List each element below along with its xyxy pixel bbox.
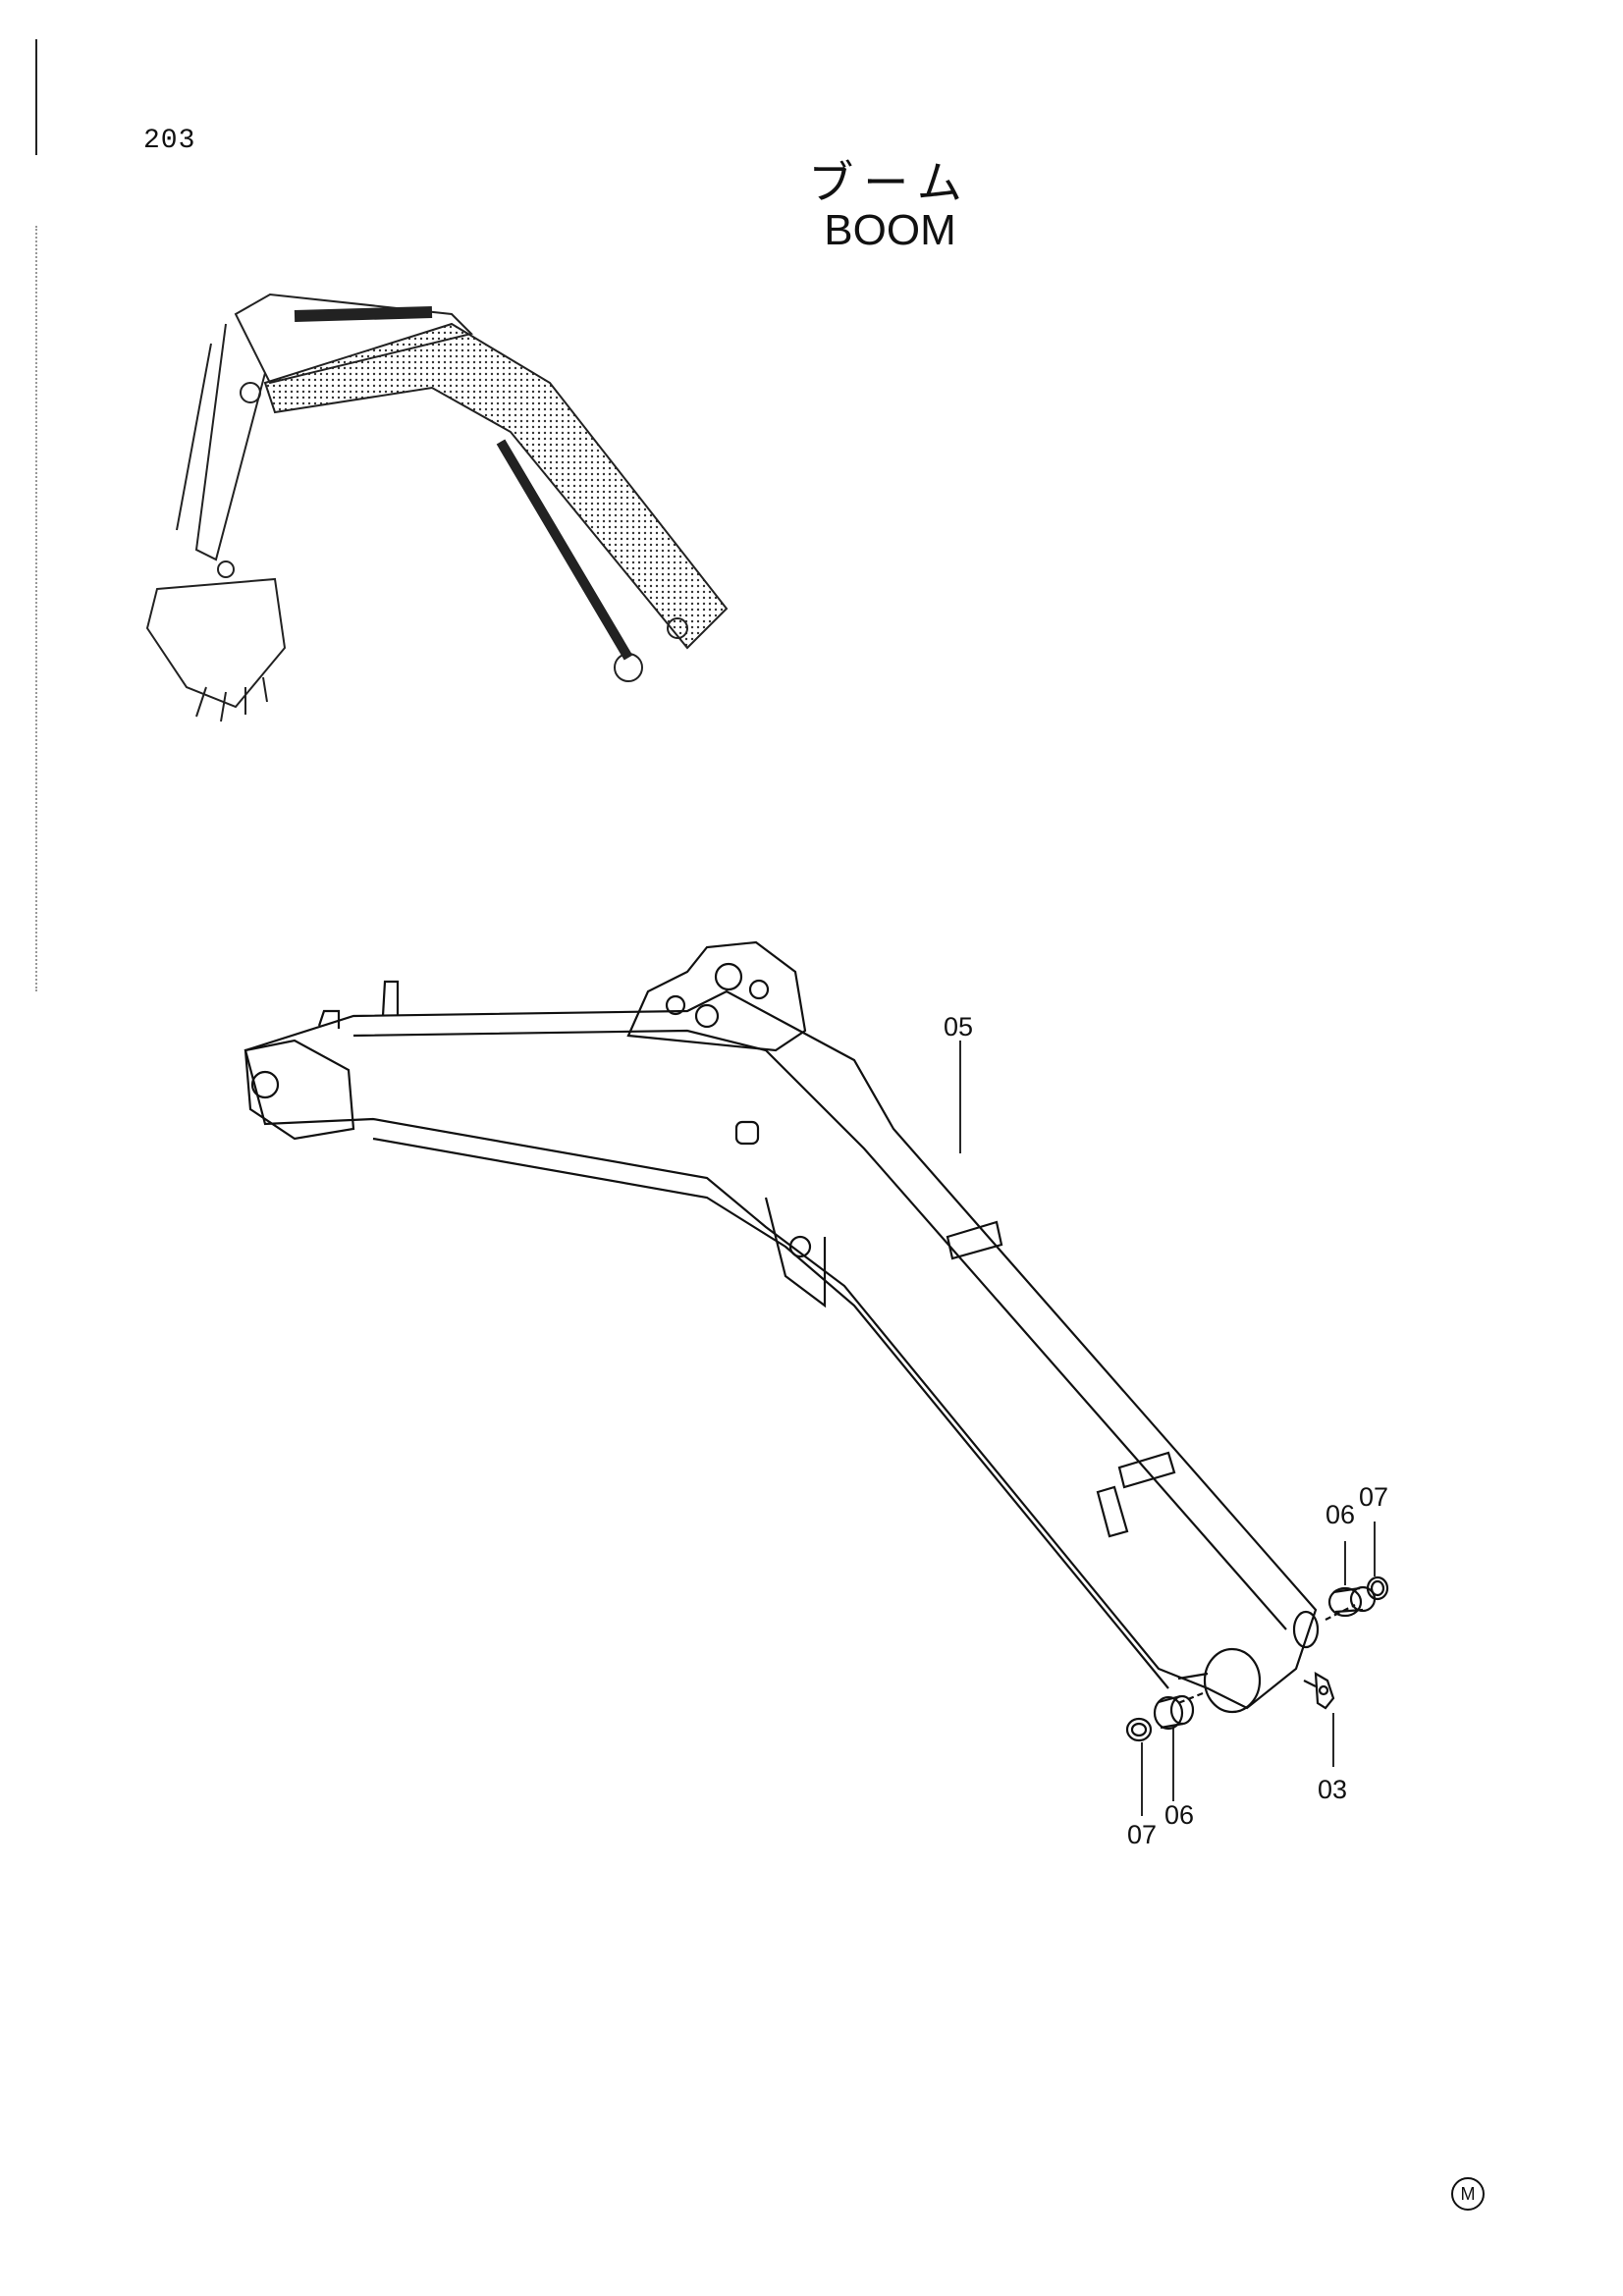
callout-07-upper: 07 bbox=[1359, 1482, 1388, 1512]
seal-ring-upper bbox=[1366, 1575, 1389, 1601]
leader-lines bbox=[959, 1041, 1376, 1816]
page-number: 203 bbox=[143, 126, 196, 156]
binding-edge-line bbox=[35, 39, 37, 155]
callout-06-upper: 06 bbox=[1325, 1500, 1355, 1529]
boom-end-boss bbox=[1203, 1647, 1262, 1714]
grease-fitting bbox=[1303, 1672, 1335, 1710]
page-title-japanese: ブーム bbox=[808, 156, 972, 209]
cylinder-bracket bbox=[626, 940, 807, 1052]
callout-06-lower: 06 bbox=[1164, 1800, 1194, 1830]
bushing-upper bbox=[1327, 1585, 1377, 1618]
callout-labels: 05 06 07 03 06 07 bbox=[944, 1012, 1388, 1849]
exploded-parts bbox=[1125, 1575, 1389, 1742]
bushing-lower bbox=[1153, 1694, 1195, 1731]
foot-pin-hole bbox=[250, 1070, 280, 1099]
excavator-key-map bbox=[145, 293, 729, 722]
callout-03: 03 bbox=[1318, 1775, 1347, 1804]
seal-ring-lower bbox=[1125, 1717, 1153, 1742]
binding-edge-dots bbox=[35, 226, 37, 991]
callout-07-lower: 07 bbox=[1127, 1820, 1157, 1849]
boom-outline bbox=[243, 989, 1318, 1710]
manufacturer-mark: M bbox=[1451, 2177, 1485, 2211]
callout-05: 05 bbox=[944, 1012, 973, 1041]
boom-drawing bbox=[243, 940, 1356, 1714]
page-title-english: BOOM bbox=[824, 206, 956, 254]
highlighted-boom bbox=[263, 322, 729, 650]
